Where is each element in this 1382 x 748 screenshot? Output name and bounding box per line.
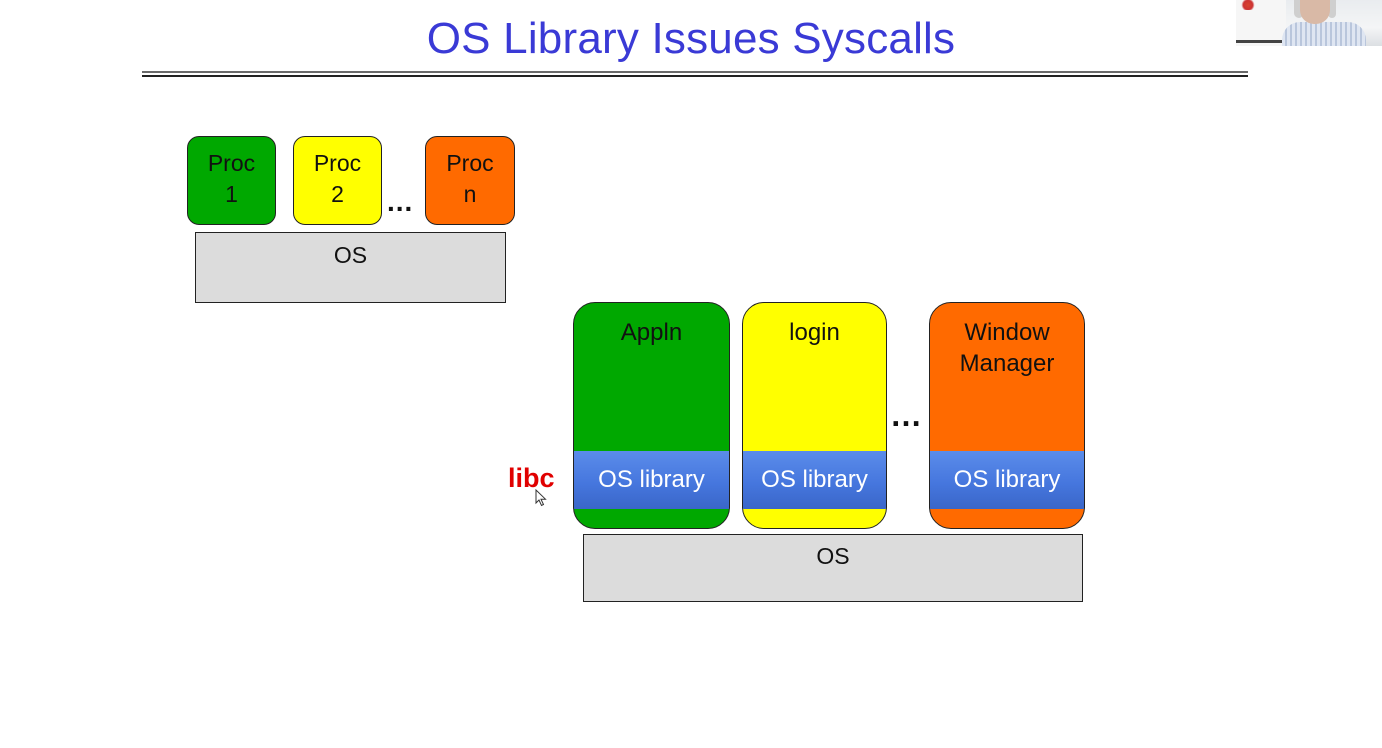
presenter-webcam-video bbox=[1236, 0, 1382, 46]
top-os-box: OS bbox=[195, 232, 506, 303]
window-manager-os-library: OS library bbox=[930, 451, 1084, 509]
bottom-ellipsis: … bbox=[890, 397, 923, 433]
appln-process-box: Appln OS library bbox=[573, 302, 730, 529]
window-manager-process-box: Window Manager OS library bbox=[929, 302, 1085, 529]
window-manager-label-line1: Window bbox=[964, 319, 1050, 346]
mouse-cursor-icon bbox=[535, 489, 547, 507]
proc-1-label-line2: 1 bbox=[225, 181, 238, 207]
proc-2-label-line2: 2 bbox=[331, 181, 344, 207]
proc-2-label-line1: Proc bbox=[313, 150, 362, 176]
proc-1-box: Proc 1 bbox=[187, 136, 276, 225]
top-ellipsis: ... bbox=[387, 186, 414, 217]
top-os-label: OS bbox=[333, 242, 368, 268]
login-label-line1: login bbox=[789, 319, 840, 346]
title-divider-bottom bbox=[142, 75, 1248, 77]
slide-title: OS Library Issues Syscalls bbox=[426, 14, 956, 63]
bottom-os-box: OS bbox=[583, 534, 1083, 602]
appln-label: Appln bbox=[574, 317, 729, 348]
window-manager-label-line2: Manager bbox=[959, 350, 1055, 377]
proc-2-box: Proc 2 bbox=[293, 136, 382, 225]
proc-1-label-line1: Proc bbox=[207, 150, 256, 176]
bottom-os-label: OS bbox=[816, 543, 850, 569]
appln-label-line1: Appln bbox=[620, 319, 683, 346]
proc-n-label-line1: Proc bbox=[446, 150, 494, 176]
title-divider-top bbox=[142, 71, 1248, 73]
libc-label: libc bbox=[508, 463, 555, 493]
login-os-library: OS library bbox=[743, 451, 886, 509]
proc-n-label-line2: n bbox=[463, 181, 477, 207]
window-manager-label: Window Manager bbox=[930, 317, 1084, 379]
proc-n-box: Proc n bbox=[425, 136, 515, 225]
login-process-box: login OS library bbox=[742, 302, 887, 529]
login-label: login bbox=[743, 317, 886, 348]
appln-os-library: OS library bbox=[574, 451, 729, 509]
